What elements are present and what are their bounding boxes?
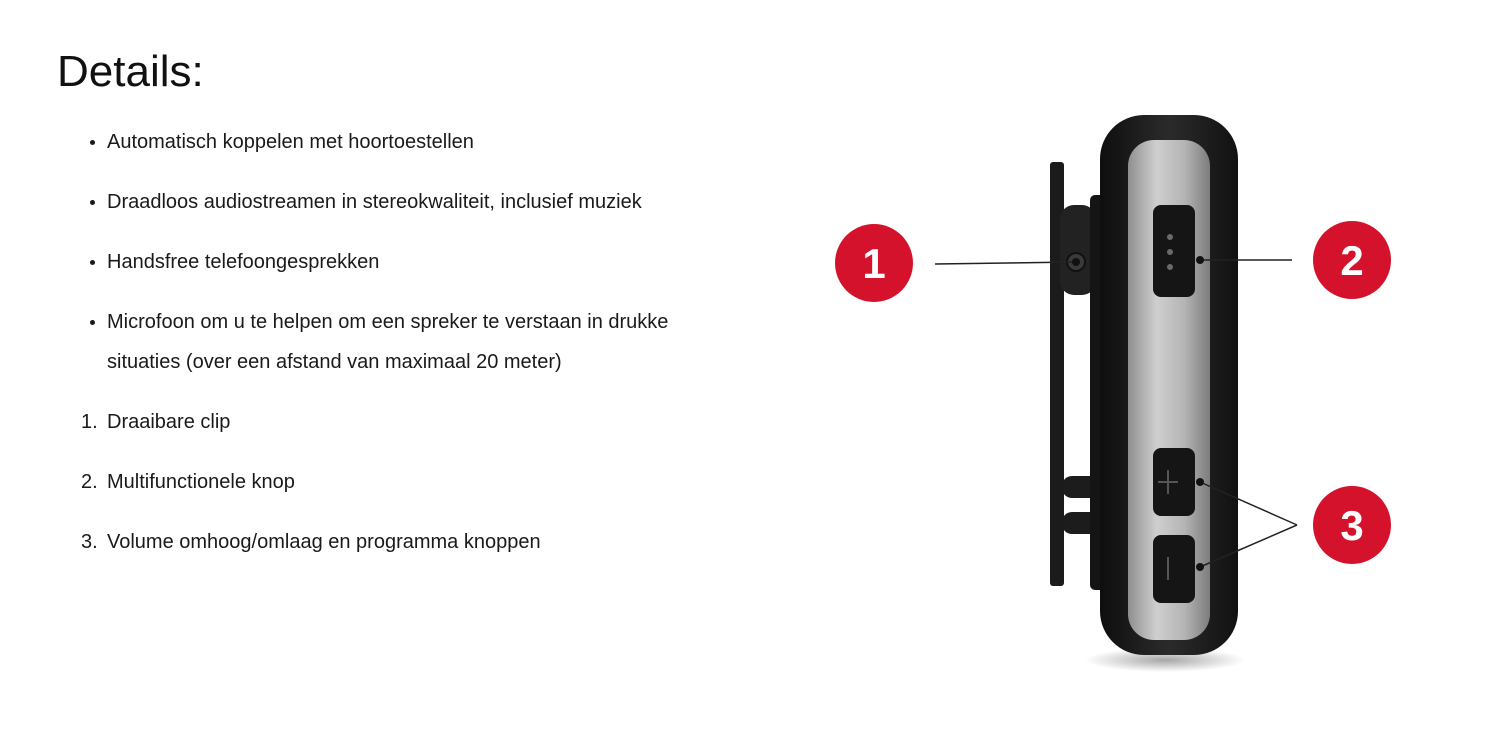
callout-number: 2: [1340, 237, 1363, 284]
feature-item: Microfoon om u te helpen om een spreker …: [90, 302, 747, 382]
volume-up-button: [1153, 448, 1195, 516]
volume-down-button: [1153, 535, 1195, 603]
device-diagram: 1 2 3: [835, 115, 1391, 672]
part-label: Volume omhoog/omlaag en programma knoppe…: [107, 531, 541, 553]
feature-item: Draadloos audiostreamen in stereokwalite…: [90, 182, 747, 222]
callout-2: 2: [1313, 221, 1391, 299]
part-number: 2.: [81, 471, 98, 493]
parts-list: 1. Draaibare clip 2. Multifunctionele kn…: [81, 402, 747, 582]
feature-list: Automatisch koppelen met hoortoestellen …: [90, 122, 747, 402]
callout-3: 3: [1313, 486, 1391, 564]
multifunction-button: [1153, 205, 1195, 297]
part-number: 1.: [81, 411, 98, 433]
part-item: 2. Multifunctionele knop: [81, 462, 747, 502]
page-title: Details:: [57, 47, 204, 96]
device-shadow: [1085, 648, 1245, 672]
part-label: Multifunctionele knop: [107, 471, 295, 493]
callout-number: 3: [1340, 502, 1363, 549]
leader-lines: [934, 256, 1298, 571]
part-label: Draaibare clip: [107, 411, 231, 433]
feature-item: Automatisch koppelen met hoortoestellen: [90, 122, 747, 162]
part-item: 3. Volume omhoog/omlaag en programma kno…: [81, 522, 747, 562]
part-number: 3.: [81, 531, 98, 553]
callout-number: 1: [862, 240, 885, 287]
part-item: 1. Draaibare clip: [81, 402, 747, 442]
feature-item: Handsfree telefoongesprekken: [90, 242, 747, 282]
callout-1: 1: [835, 224, 913, 302]
